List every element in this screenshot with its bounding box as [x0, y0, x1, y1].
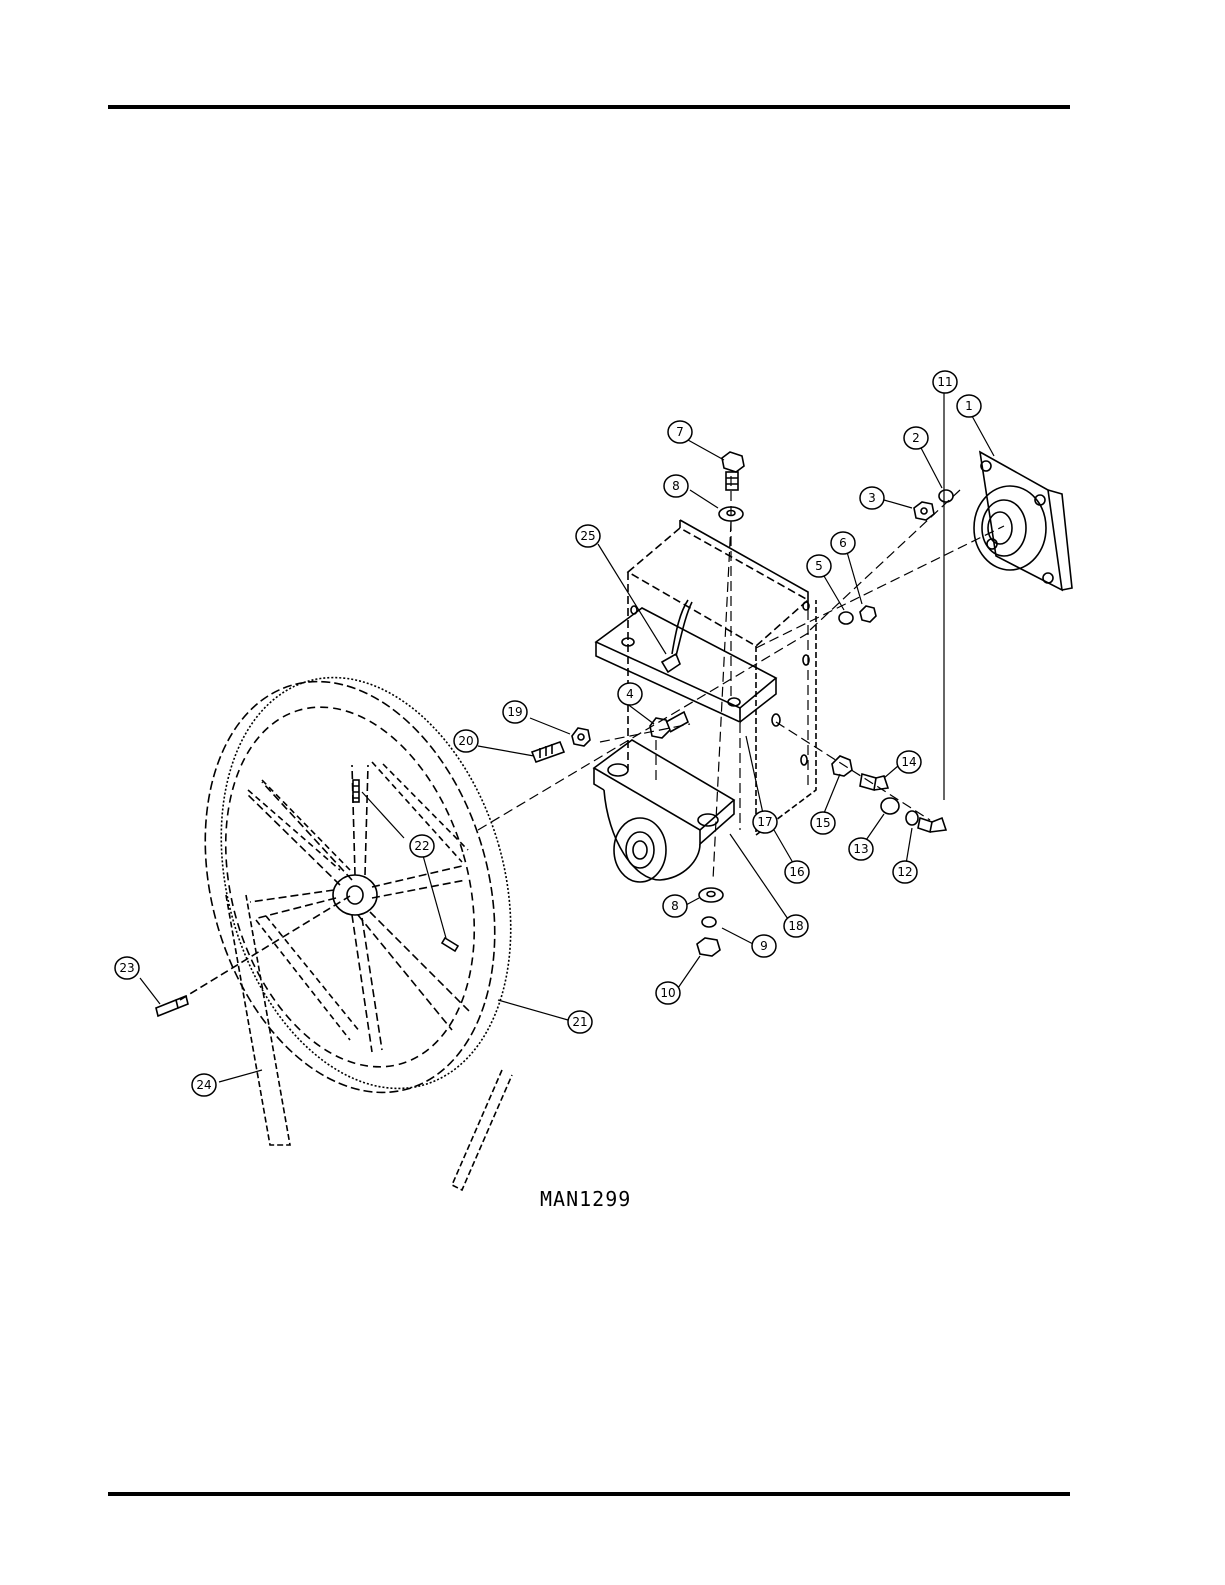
drawing-code: MAN1299 [540, 1187, 631, 1211]
callout-c20: 20 [454, 730, 478, 752]
callout-number: 25 [580, 529, 595, 543]
callout-c16: 16 [785, 861, 809, 883]
callout-c21: 21 [568, 1011, 592, 1033]
callout-number: 1 [965, 399, 973, 413]
callout-c2: 2 [904, 427, 928, 449]
flange-bearing-drawing [974, 452, 1072, 590]
callout-number: 20 [458, 734, 473, 748]
callout-c25: 25 [576, 525, 600, 547]
belt-drawing [226, 895, 512, 1190]
callout-number: 8 [671, 899, 679, 913]
callout-c9: 9 [752, 935, 776, 957]
callout-number: 9 [760, 939, 768, 953]
key-drawing [156, 896, 350, 1016]
callout-number: 5 [815, 559, 823, 573]
callout-c11: 11 [933, 371, 957, 393]
callout-c15: 15 [811, 812, 835, 834]
callout-number: 24 [196, 1078, 211, 1092]
callout-number: 21 [572, 1015, 587, 1029]
callout-c18: 18 [784, 915, 808, 937]
callout-number: 13 [853, 842, 868, 856]
pulley-drawing [159, 643, 556, 1127]
callout-c7: 7 [668, 421, 692, 443]
callout-c3: 3 [860, 487, 884, 509]
callout-number: 15 [815, 816, 830, 830]
callout-c5: 5 [807, 555, 831, 577]
callout-c14: 14 [897, 751, 921, 773]
callout-c24: 24 [192, 1074, 216, 1096]
callout-number: 2 [912, 431, 920, 445]
callout-number: 7 [676, 425, 684, 439]
callout-number: 16 [789, 865, 804, 879]
callout-number: 23 [119, 961, 134, 975]
callout-c17: 17 [753, 811, 777, 833]
callout-number: 18 [788, 919, 803, 933]
callout-c12: 12 [893, 861, 917, 883]
callout-c22: 22 [410, 835, 434, 857]
callout-number: 17 [757, 815, 772, 829]
callout-number: 22 [414, 839, 429, 853]
callout-c10: 10 [656, 982, 680, 1004]
callout-c4: 4 [618, 683, 642, 705]
pillow-block-drawing [594, 740, 734, 882]
callout-c8b: 8 [663, 895, 687, 917]
callout-number: 14 [901, 755, 916, 769]
callout-c13: 13 [849, 838, 873, 860]
callout-c8a: 8 [664, 475, 688, 497]
callout-c23: 23 [115, 957, 139, 979]
callout-number: 12 [897, 865, 912, 879]
callout-c6: 6 [831, 532, 855, 554]
callout-c1: 1 [957, 395, 981, 417]
callout-number: 3 [868, 491, 876, 505]
callout-number: 6 [839, 536, 847, 550]
callout-number: 10 [660, 986, 675, 1000]
callout-number: 8 [672, 479, 680, 493]
callout-number: 4 [626, 687, 634, 701]
callout-c19: 19 [503, 701, 527, 723]
callout-number: 19 [507, 705, 522, 719]
callout-number: 11 [937, 375, 952, 389]
